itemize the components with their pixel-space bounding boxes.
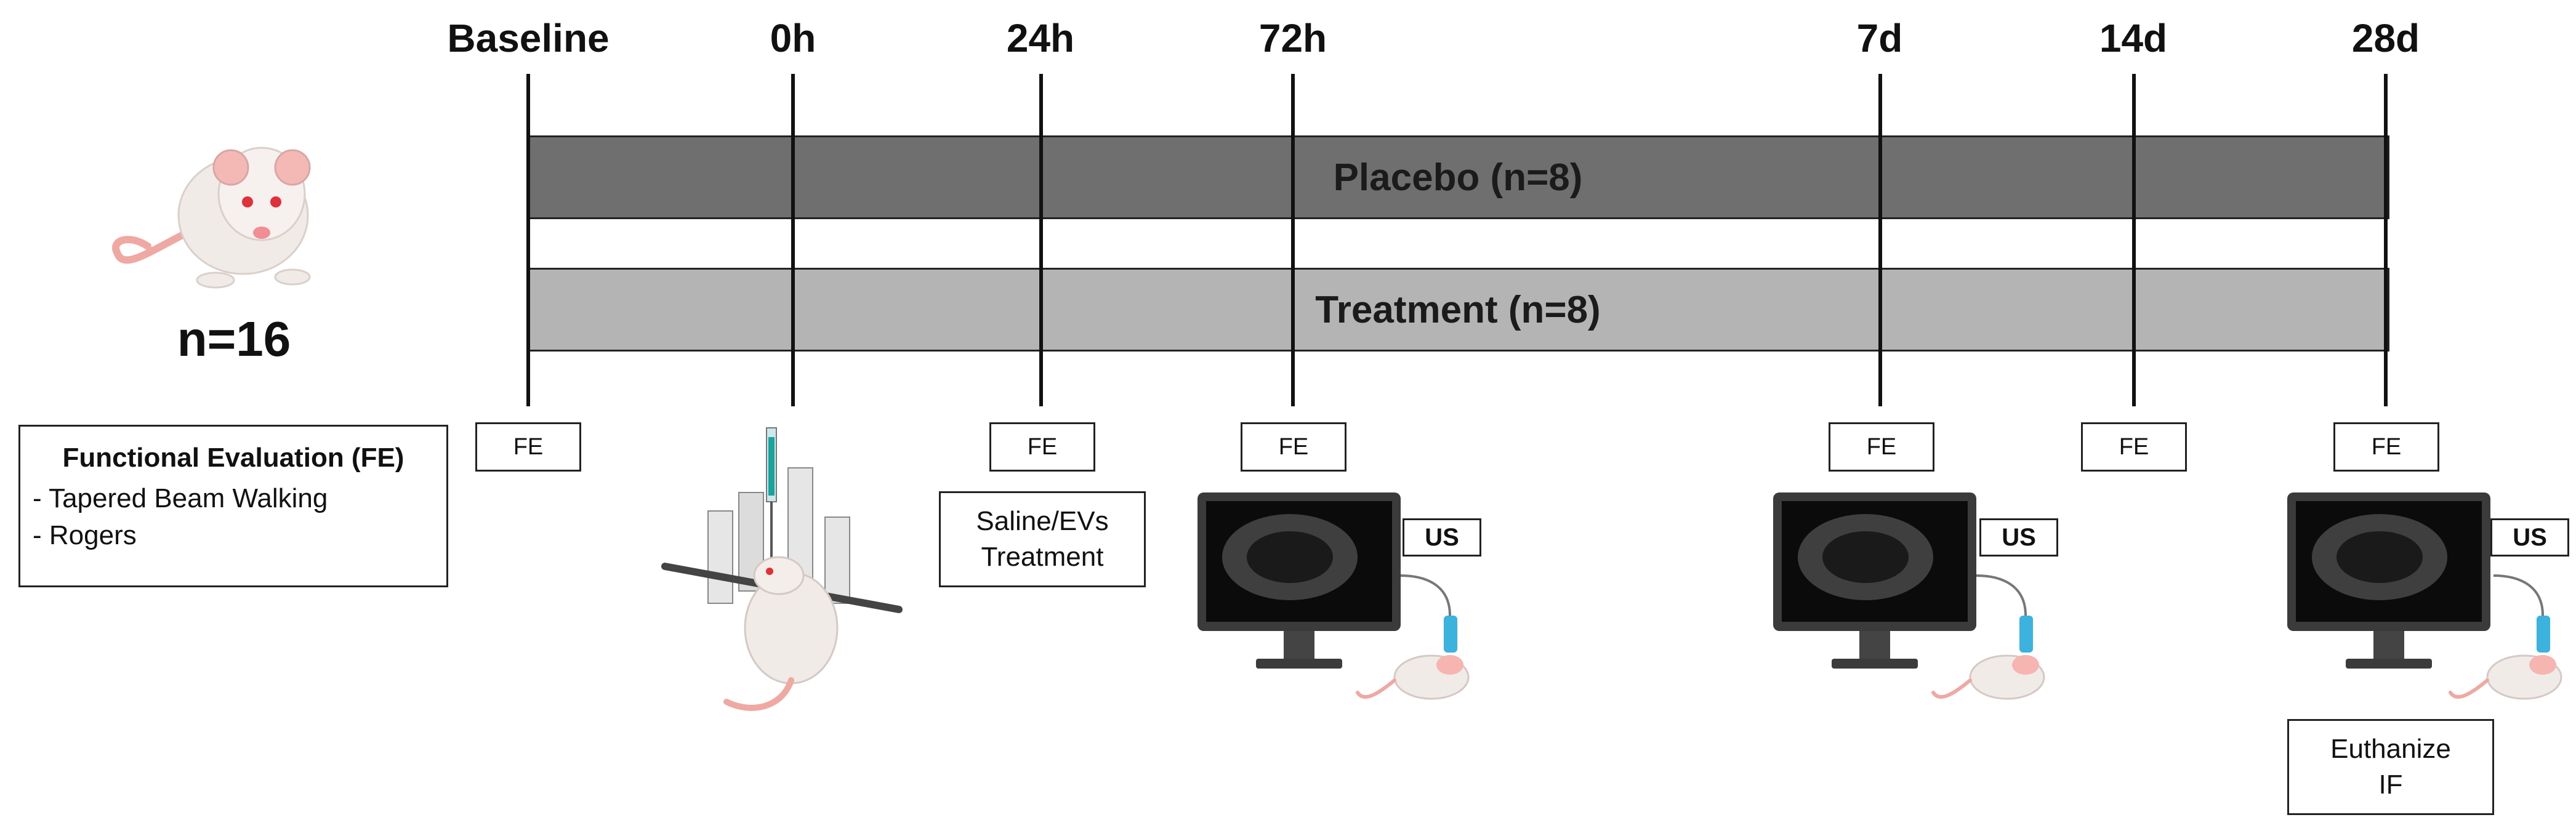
placebo-group-band: Placebo (n=8): [526, 135, 2389, 219]
ultrasound-monitor-icon: [1773, 492, 1976, 669]
cohort-size: n=16: [177, 312, 291, 366]
timeline-marker-0h: [791, 74, 795, 406]
ultrasound-probe-icon: [2449, 574, 2562, 700]
ultrasound-monitor-icon: [2287, 492, 2490, 669]
timepoint-label-14d: 14d: [2099, 16, 2168, 60]
rat-icon: [112, 147, 311, 289]
placebo-group-label: Placebo (n=8): [1333, 156, 1583, 199]
fe-legend-item-rogers: - Rogers: [33, 520, 137, 550]
ultrasound-probe-icon: [1356, 574, 1470, 700]
us-label-7d: US: [1979, 518, 2058, 557]
us-label-28d: US: [2490, 518, 2569, 557]
treatment-note-line1: Saline/EVs: [976, 506, 1109, 536]
stereotaxic-injection-icon: [661, 427, 903, 711]
fe-legend-title: Functional Evaluation (FE): [62, 443, 405, 473]
endpoint-note-line1: Euthanize: [2330, 734, 2451, 764]
treatment-note-box: Saline/EVs Treatment: [939, 491, 1146, 587]
ultrasound-probe-icon: [1931, 574, 2045, 700]
treatment-group-label: Treatment (n=8): [1315, 288, 1601, 331]
us-label-72h: US: [1403, 518, 1481, 557]
timepoint-label-0h: 0h: [770, 16, 816, 60]
fe-box-14d: FE: [2081, 422, 2187, 472]
timepoint-label-24h: 24h: [1006, 16, 1075, 60]
treatment-group-band: Treatment (n=8): [526, 268, 2389, 352]
endpoint-note-line2: IF: [2378, 770, 2403, 800]
timepoint-label-7d: 7d: [1856, 16, 1903, 60]
timeline-marker-72h: [1291, 74, 1295, 406]
fe-box-24h: FE: [989, 422, 1095, 472]
fe-legend-item-beam: - Tapered Beam Walking: [33, 483, 328, 513]
timepoint-label-28d: 28d: [2351, 16, 2420, 60]
fe-box-28d: FE: [2333, 422, 2439, 472]
ultrasound-monitor-icon: [1197, 492, 1401, 669]
timepoint-label-72h: 72h: [1258, 16, 1327, 60]
fe-box-baseline: FE: [475, 422, 581, 472]
timepoint-label-baseline: Baseline: [447, 16, 610, 60]
timeline-marker-28d: [2384, 74, 2388, 406]
timeline-marker-baseline: [526, 74, 530, 406]
timeline-marker-24h: [1039, 74, 1043, 406]
fe-box-7d: FE: [1829, 422, 1934, 472]
treatment-note-line2: Treatment: [981, 542, 1104, 572]
fe-legend-box: Functional Evaluation (FE) - Tapered Bea…: [18, 425, 448, 587]
endpoint-note-box: Euthanize IF: [2287, 719, 2494, 815]
fe-box-72h: FE: [1241, 422, 1346, 472]
timeline-marker-14d: [2132, 74, 2136, 406]
timeline-marker-7d: [1878, 74, 1882, 406]
